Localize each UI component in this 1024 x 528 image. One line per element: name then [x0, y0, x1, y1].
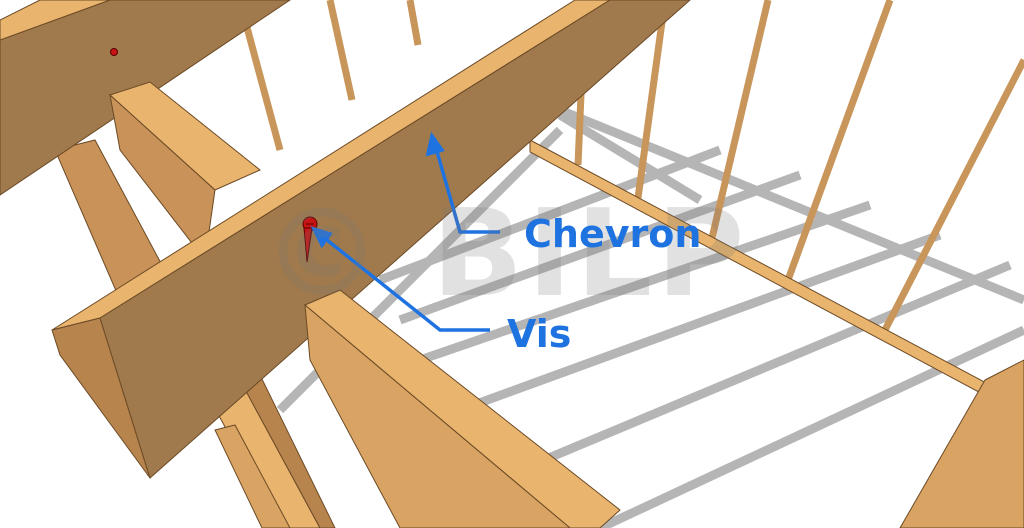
chevron-arrow [425, 131, 500, 234]
corner-posts [899, 359, 1024, 528]
vis-label: Vis [507, 312, 572, 356]
chevron-side-face [99, 0, 691, 479]
left-posts [54, 139, 336, 528]
watermark: © BILP [262, 185, 749, 324]
upper-chevron-top [0, 0, 111, 41]
screw-icon [110, 48, 118, 56]
wall-studs [241, 0, 1024, 332]
screw-icon [302, 216, 318, 263]
front-beam-side [304, 303, 571, 528]
chevron-label: Chevron [524, 212, 702, 256]
vis-arrow [310, 226, 490, 332]
floor-shadows [276, 105, 1024, 528]
